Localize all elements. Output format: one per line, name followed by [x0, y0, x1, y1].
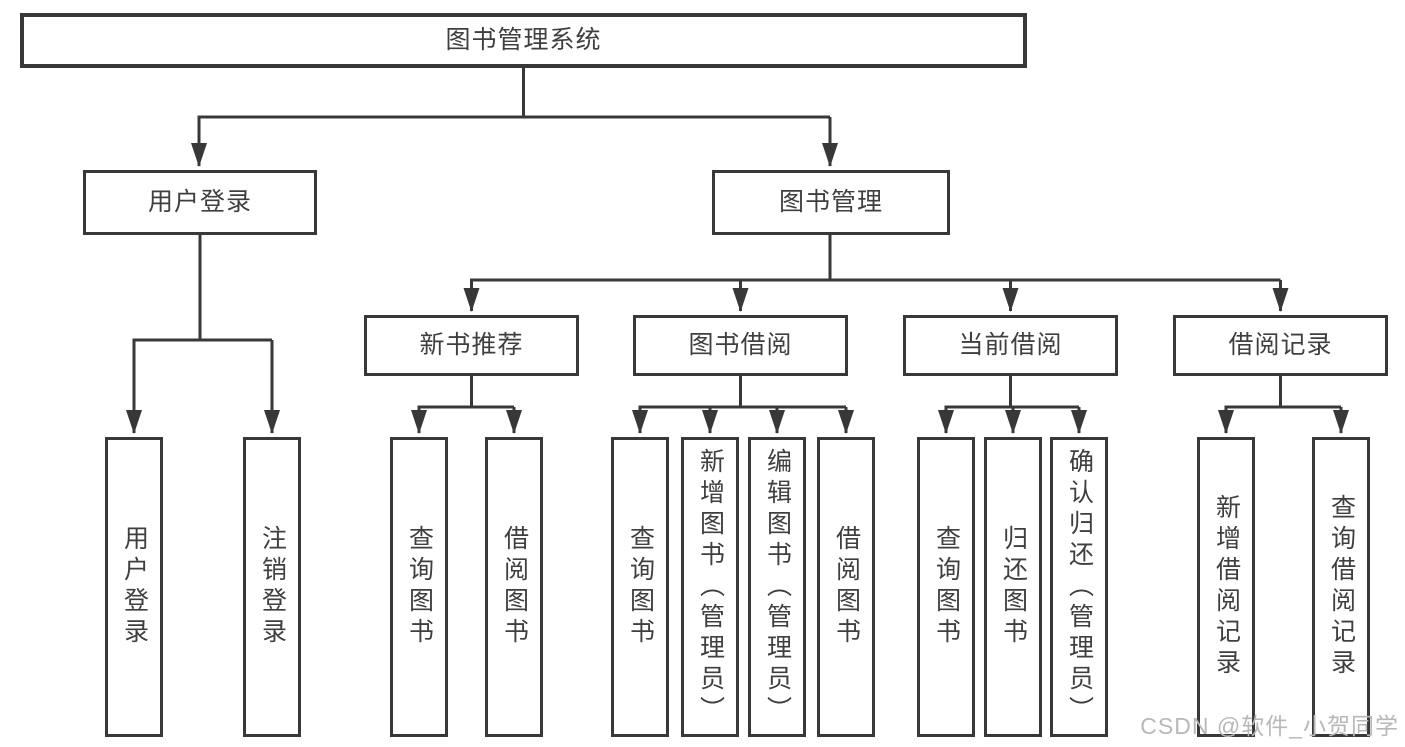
- node-add-borrow-record: 新增借阅记录: [1197, 437, 1255, 737]
- node-query-books-borrowing: 查询图书: [611, 437, 669, 737]
- csdn-watermark: CSDN @软件_小贺同学: [1140, 713, 1399, 739]
- node-library-management-system: 图书管理系统: [20, 13, 1027, 68]
- node-query-books-recommend: 查询图书: [390, 437, 448, 737]
- node-return-books: 归还图书: [984, 437, 1042, 737]
- node-borrowing-records: 借阅记录: [1173, 315, 1388, 376]
- node-borrow-books-recommend: 借阅图书: [485, 437, 543, 737]
- node-book-borrowing: 图书借阅: [633, 315, 848, 376]
- node-logout: 注销登录: [243, 437, 301, 737]
- node-login: 用户登录: [105, 437, 163, 737]
- node-book-management: 图书管理: [712, 170, 950, 235]
- node-new-book-recommendation: 新书推荐: [364, 315, 579, 376]
- node-query-books-current: 查询图书: [917, 437, 975, 737]
- node-confirm-return-admin: 确认归还（管理员）: [1050, 437, 1108, 737]
- node-current-borrowing: 当前借阅: [903, 315, 1118, 376]
- node-edit-book-admin: 编辑图书（管理员）: [748, 437, 806, 737]
- node-add-book-admin: 新增图书（管理员）: [681, 437, 739, 737]
- node-query-borrow-record: 查询借阅记录: [1312, 437, 1370, 737]
- node-user-login: 用户登录: [83, 170, 317, 235]
- node-borrow-books-borrowing: 借阅图书: [817, 437, 875, 737]
